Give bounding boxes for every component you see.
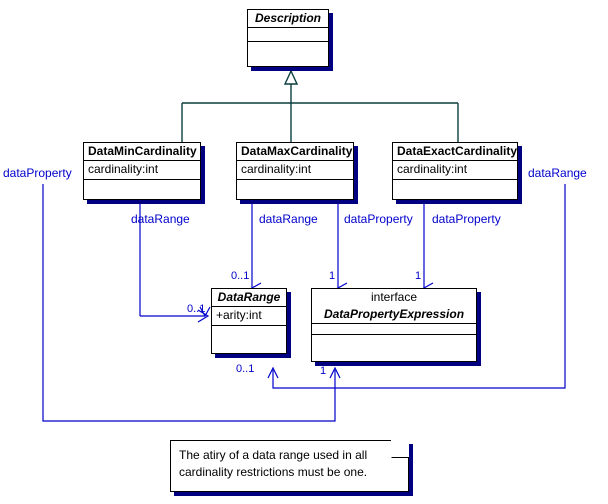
note-fold-icon — [391, 439, 410, 458]
class-name-data-min-cardinality: DataMinCardinality — [84, 143, 200, 161]
edge-label-max-data-range: dataRange — [259, 212, 318, 226]
multiplicity-max-to-property: 1 — [329, 270, 336, 282]
note-box[interactable]: The atiry of a data range used in all ca… — [170, 439, 410, 492]
class-operations-data-property-expression — [312, 335, 476, 361]
class-attributes-data-property-expression — [312, 324, 476, 335]
class-operations-data-min-cardinality — [84, 180, 200, 202]
class-name-data-max-cardinality: DataMaxCardinality — [237, 143, 353, 161]
class-attribute-data-exact-cardinality: cardinality:int — [393, 161, 517, 180]
edge-label-min-data-range: dataRange — [131, 212, 190, 226]
class-attribute-data-min-cardinality: cardinality:int — [84, 161, 200, 180]
class-stereotype-data-property-expression: interface — [370, 290, 418, 304]
multiplicity-min-to-range: 0..1 — [187, 303, 206, 315]
multiplicity-exact-to-property: 1 — [415, 270, 422, 282]
class-name-description: Description — [248, 10, 328, 28]
class-box-data-exact-cardinality[interactable]: DataExactCardinality cardinality:int — [392, 142, 518, 200]
class-attribute-data-max-cardinality: cardinality:int — [237, 161, 353, 180]
class-box-data-min-cardinality[interactable]: DataMinCardinality cardinality:int — [83, 142, 201, 200]
multiplicity-max-to-range: 0..1 — [231, 270, 250, 282]
class-attribute-data-range: +arity:int — [212, 307, 286, 326]
note-text: The atiry of a data range used in all ca… — [179, 448, 368, 479]
multiplicity-bottom-to-range: 0..1 — [236, 363, 255, 375]
class-operations-data-max-cardinality — [237, 180, 353, 202]
class-attributes-description — [248, 28, 328, 42]
edge-label-exact-data-property: dataProperty — [432, 212, 501, 226]
class-name-data-range: DataRange — [212, 289, 286, 307]
class-box-data-max-cardinality[interactable]: DataMaxCardinality cardinality:int — [236, 142, 354, 200]
class-operations-description — [248, 42, 328, 64]
class-name-data-exact-cardinality: DataExactCardinality — [393, 143, 517, 161]
edge-label-left-data-property: dataProperty — [3, 166, 72, 180]
class-box-data-property-expression[interactable]: interface DataPropertyExpression — [311, 288, 477, 362]
class-name-data-property-expression: DataPropertyExpression — [312, 306, 476, 324]
class-box-description[interactable]: Description — [247, 9, 329, 67]
edge-label-right-data-range: dataRange — [528, 166, 587, 180]
multiplicity-bottom-to-property: 1 — [320, 365, 327, 377]
class-box-data-range[interactable]: DataRange +arity:int — [211, 288, 287, 354]
class-operations-data-exact-cardinality — [393, 180, 517, 202]
edge-label-max-data-property: dataProperty — [344, 212, 413, 226]
class-operations-data-range — [212, 326, 286, 353]
